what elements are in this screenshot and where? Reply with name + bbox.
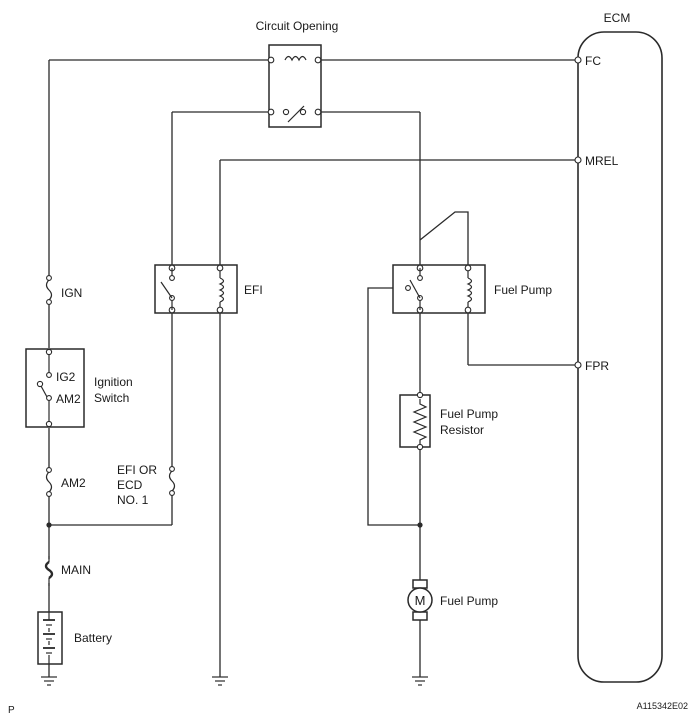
circuit-opening-coil-icon: [284, 55, 307, 62]
am2-fuse-icon: [44, 467, 54, 497]
efi-coil-icon: [218, 277, 225, 303]
efi-ecd-fuse-icon: [167, 466, 177, 496]
figure-code: A115342E02: [637, 701, 688, 711]
ign-fuse-icon: [44, 275, 54, 305]
circuit-opening-title: Circuit Opening: [256, 19, 339, 33]
am2-switch-label: AM2: [56, 392, 81, 406]
ground-icon-fuel-pump: [412, 676, 428, 686]
circuit-opening-relay: [267, 44, 322, 128]
node-ecm-mrel: [574, 156, 582, 164]
ignition-switch-label-1: Ignition: [94, 375, 133, 389]
fuel-pump-relay: [392, 264, 486, 314]
efi-ecd-fuse-label-3: NO. 1: [117, 493, 149, 507]
ecm-pin-fpr: FPR: [585, 359, 609, 373]
battery-icon: [37, 611, 63, 665]
resistor-zigzag-icon: [412, 399, 428, 444]
motor-symbol: M: [415, 593, 426, 608]
ignition-switch-blade: [40, 385, 48, 398]
ground-icon-battery: [41, 676, 57, 686]
ground-icon-efi: [212, 676, 228, 686]
ecm-pin-fc: FC: [585, 54, 601, 68]
ecm-label: ECM: [604, 11, 631, 25]
page-mark: P: [8, 705, 15, 716]
fuel-pump-relay-label: Fuel Pump: [494, 283, 552, 297]
main-fuse-label: MAIN: [61, 563, 91, 577]
node-left-junction: [46, 522, 52, 528]
efi-ecd-fuse-label-1: EFI OR: [117, 463, 157, 477]
fuel-pump-motor: [407, 579, 433, 621]
efi-relay-label: EFI: [244, 283, 263, 297]
resistor-label-1: Fuel Pump: [440, 407, 498, 421]
fuel-pump-switch-blade: [409, 279, 421, 299]
node-ecm-fpr: [574, 361, 582, 369]
resistor-label-2: Resistor: [440, 423, 484, 437]
fuel-pump-coil-icon: [466, 277, 473, 303]
ecm-pin-mrel: MREL: [585, 154, 619, 168]
ignition-switch: [25, 348, 85, 428]
efi-relay: [154, 264, 238, 314]
main-fusible-link-icon: [42, 556, 56, 586]
efi-ecd-fuse-label-2: ECD: [117, 478, 143, 492]
am2-fuse-label: AM2: [61, 476, 86, 490]
node-ecm-fc: [574, 56, 582, 64]
wires: [48, 59, 578, 677]
fuel-pump-motor-label: Fuel Pump: [440, 594, 498, 608]
node-pump-junction: [417, 522, 423, 528]
battery-label: Battery: [74, 631, 112, 645]
efi-switch-blade: [160, 281, 173, 299]
ecm-block: [577, 31, 663, 683]
ig2-label: IG2: [56, 370, 76, 384]
ignition-switch-label-2: Switch: [94, 391, 129, 405]
fuel-pump-resistor: [399, 391, 431, 451]
ign-fuse-label: IGN: [61, 286, 82, 300]
